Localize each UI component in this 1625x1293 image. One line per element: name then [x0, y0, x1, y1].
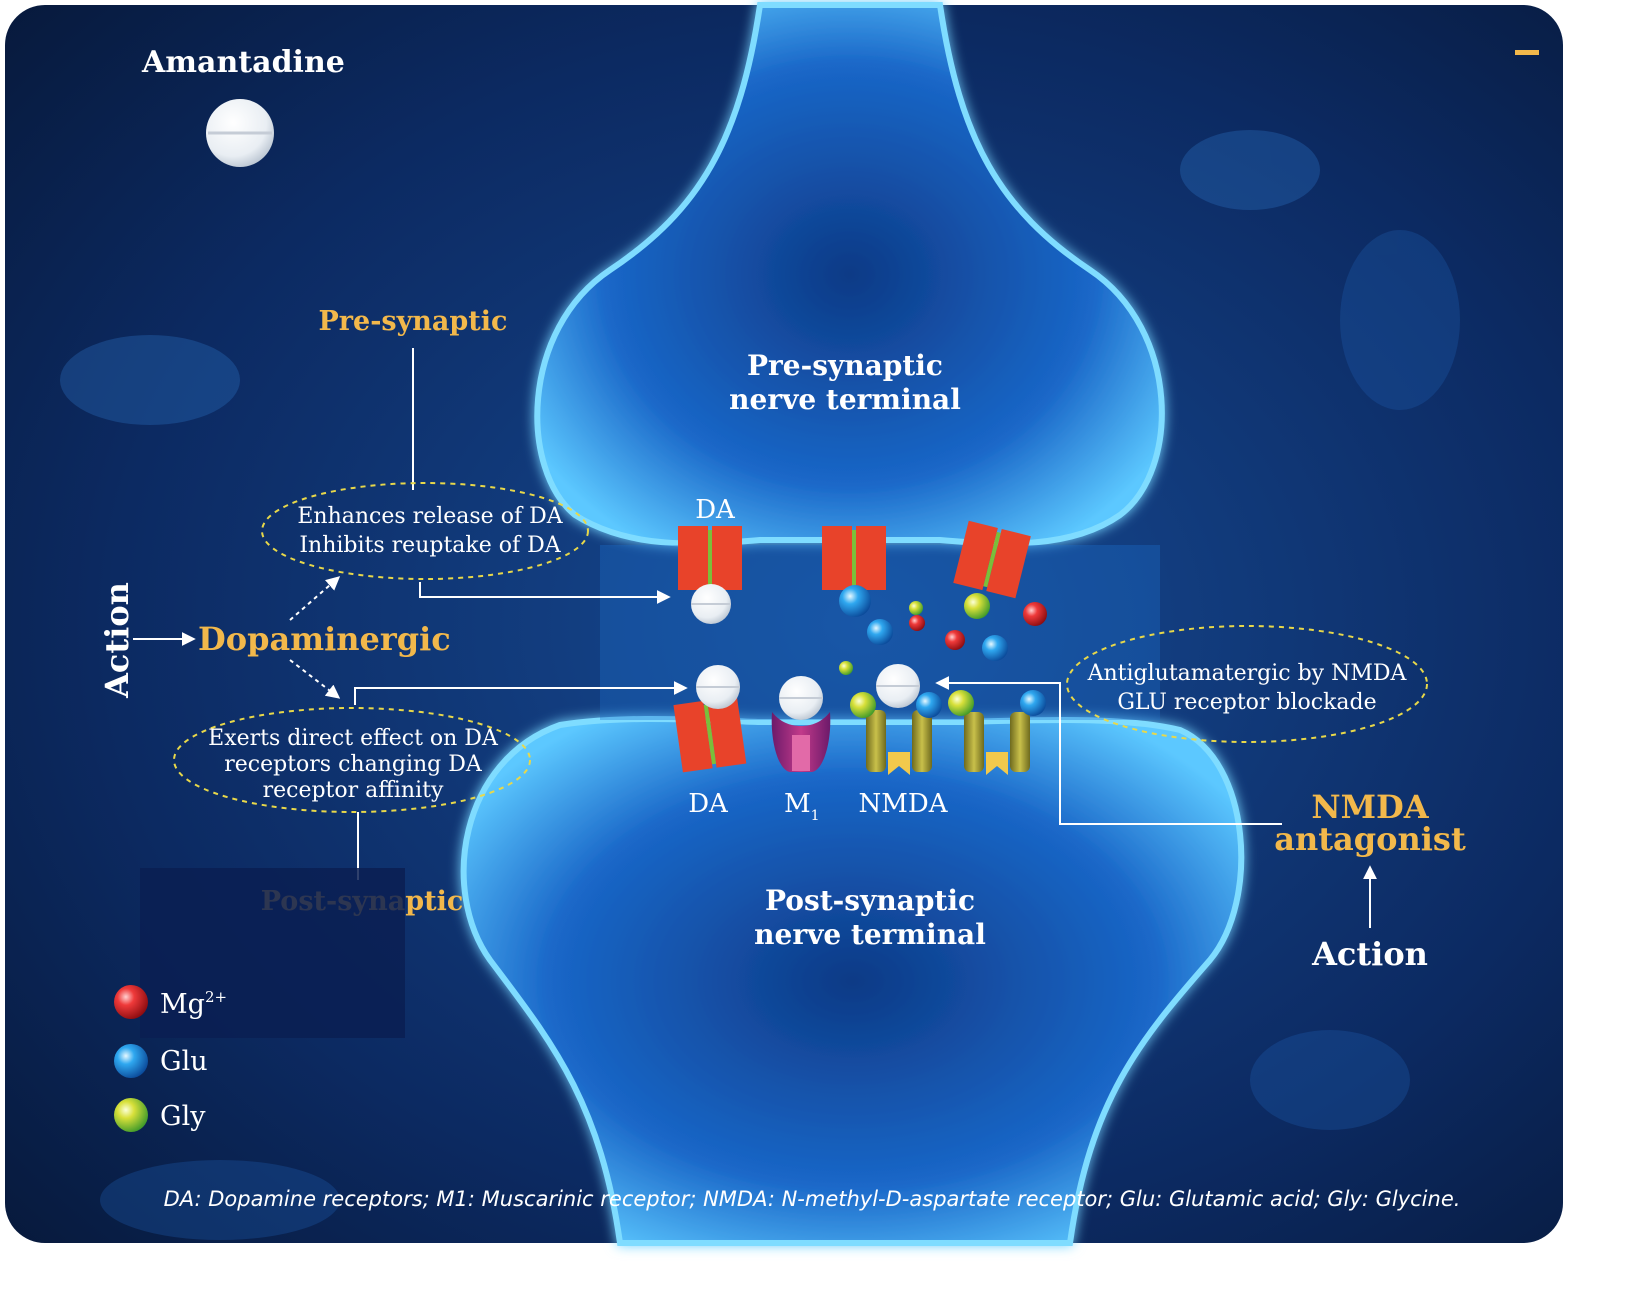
nmda-antagonist-line1: NMDA	[1311, 788, 1429, 826]
right-effect-line1: Antiglutamatergic by NMDA	[1087, 661, 1408, 686]
post-effect-arrow	[354, 681, 688, 705]
cleft-molecules	[839, 585, 1047, 675]
post-effect-line2: receptors changing DA	[224, 752, 483, 777]
nmda-antagonist-arrow	[935, 676, 1282, 825]
da-transporter-2	[822, 526, 886, 590]
legend: Mg2+ Glu Gly	[114, 985, 227, 1132]
accent-mark	[1515, 50, 1539, 55]
legend-glu-icon	[114, 1044, 148, 1078]
left-action-label: Action	[98, 582, 136, 699]
post-neuron-label-line2: nerve terminal	[754, 918, 986, 951]
m1-label: M1	[784, 789, 820, 824]
m1-receptor	[771, 712, 831, 772]
pre-synaptic-neuron	[534, 2, 1165, 547]
dopaminergic-to-post-arrow	[289, 659, 341, 699]
nmda-receptor-1	[850, 692, 942, 775]
legend-gly-icon	[114, 1098, 148, 1132]
pre-da-receptor	[678, 526, 742, 590]
pre-effect-arrow	[419, 582, 671, 604]
figure-caption: DA: Dopamine receptors; M1: Muscarinic r…	[164, 1187, 1461, 1211]
nmda-receptor-2	[948, 690, 1046, 775]
right-effect-outline	[1066, 625, 1428, 743]
pill-icon	[206, 99, 274, 167]
pre-neuron-label-line2: nerve terminal	[729, 383, 961, 416]
post-da-receptor	[673, 696, 747, 773]
legend-mg-label: Mg2+	[160, 988, 227, 1020]
pre-effect-line2: Inhibits reuptake of DA	[299, 533, 561, 558]
post-neuron-label-line1: Post-synaptic	[765, 884, 975, 917]
post-effect-outline	[173, 707, 531, 813]
da-transporter-3	[953, 520, 1031, 599]
legend-glu-label: Glu	[160, 1046, 208, 1077]
post-effect-line1: Exerts direct effect on DA	[208, 726, 499, 751]
dopaminergic-label: Dopaminergic	[198, 620, 451, 658]
nmda-antagonist-line2: antagonist	[1274, 820, 1466, 858]
amantadine-pill-m1	[779, 676, 823, 720]
dopaminergic-to-pre-arrow	[289, 576, 341, 621]
legend-mg-icon	[114, 985, 148, 1019]
pre-da-label: DA	[695, 495, 736, 525]
right-effect-line2: GLU receptor blockade	[1117, 690, 1376, 715]
legend-backdrop	[140, 868, 405, 1038]
pre-synaptic-heading: Pre-synaptic	[319, 306, 508, 337]
legend-gly-label: Gly	[160, 1101, 206, 1132]
pre-effect-outline	[261, 482, 589, 580]
right-action-label: Action	[1311, 935, 1428, 973]
amantadine-pill-nmda	[876, 664, 920, 708]
background-neuron-blobs	[60, 130, 1460, 1240]
nmda-label: NMDA	[859, 789, 949, 819]
amantadine-pill-post-da	[696, 665, 740, 709]
amantadine-pill-pre	[691, 584, 731, 624]
drug-title: Amantadine	[141, 45, 345, 80]
post-effect-line3: receptor affinity	[263, 778, 444, 803]
pre-effect-line1: Enhances release of DA	[297, 504, 563, 529]
pre-neuron-label-line1: Pre-synaptic	[747, 349, 943, 382]
post-da-label: DA	[688, 789, 729, 819]
